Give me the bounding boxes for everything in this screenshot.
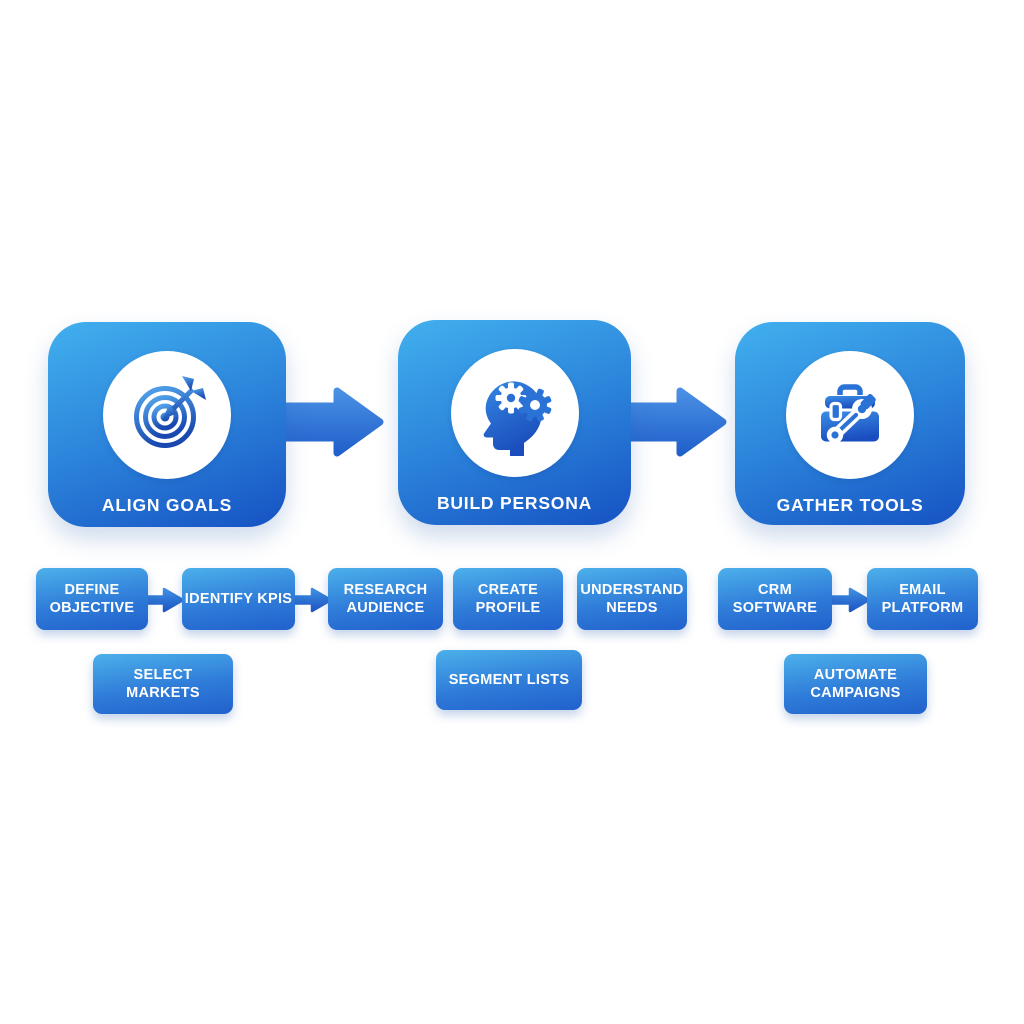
step-label-line: SELECT — [133, 666, 193, 683]
stage-label: BUILD PERSONA — [436, 493, 593, 513]
step-label-line: CAMPAIGNS — [810, 685, 901, 701]
persona-head-gears-icon — [483, 381, 551, 456]
step-label-line: IDENTIFY KPIS — [184, 590, 293, 607]
step-identify-kpis: IDENTIFY KPIS — [182, 568, 295, 630]
step-select-markets: SELECT MARKETS — [93, 654, 233, 714]
step-label-line: CREATE — [477, 581, 539, 598]
step-label-line: DEFINE — [64, 581, 120, 598]
step-label-line: CRM — [758, 581, 792, 598]
stage-label: ALIGN GOALS — [101, 495, 233, 515]
step-label-line: NEEDS — [606, 600, 658, 616]
step-label-line: UNDERSTAND — [580, 581, 684, 598]
flow-arrow-icon — [282, 384, 386, 460]
stage-card-gather-tools: GATHER TOOLS — [735, 322, 965, 525]
target-goal-icon — [125, 376, 206, 457]
step-label-line: SOFTWARE — [732, 600, 818, 616]
stage-label: GATHER TOOLS — [776, 495, 924, 515]
stage-icon-circle — [786, 351, 914, 479]
step-label-line: PROFILE — [475, 600, 541, 616]
stage-icon-circle — [103, 351, 231, 479]
stage-card-build-persona: BUILD PERSONA — [398, 320, 631, 525]
step-research-audience: RESEARCH AUDIENCE — [328, 568, 443, 630]
step-label-line: EMAIL — [899, 581, 946, 598]
step-understand-needs: UNDERSTAND NEEDS — [577, 568, 687, 630]
step-label-line: RESEARCH — [343, 581, 428, 598]
step-label-line: MARKETS — [126, 685, 200, 701]
step-define-objective: DEFINE OBJECTIVE — [36, 568, 148, 630]
step-email-platform: EMAIL PLATFORM — [867, 568, 978, 630]
step-automate-campaigns: AUTOMATE CAMPAIGNS — [784, 654, 927, 714]
step-create-profile: CREATE PROFILE — [453, 568, 563, 630]
step-label-line: AUDIENCE — [346, 600, 425, 616]
step-label-line: AUTOMATE — [813, 666, 898, 683]
step-label-line: SEGMENT LISTS — [448, 671, 570, 688]
stage-icon-circle — [450, 349, 579, 477]
step-arrow-icon — [826, 586, 872, 614]
step-crm-software: CRM SOFTWARE — [718, 568, 832, 630]
step-label-line: OBJECTIVE — [49, 600, 135, 616]
toolbox-wrench-icon — [821, 384, 879, 444]
flow-arrow-icon — [625, 384, 729, 460]
step-label-line: PLATFORM — [881, 600, 964, 616]
step-segment-lists: SEGMENT LISTS — [436, 650, 582, 710]
stage-card-align-goals: ALIGN GOALS — [48, 322, 286, 527]
